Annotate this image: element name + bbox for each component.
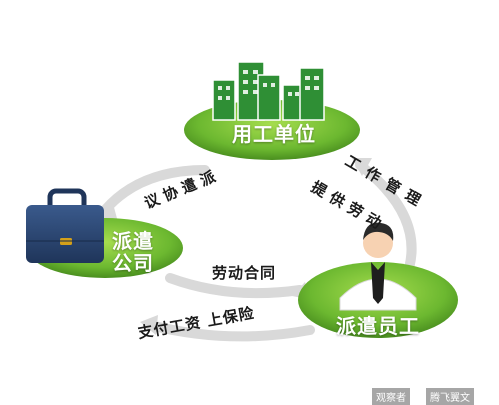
- employer-label: 用工单位: [232, 122, 316, 146]
- buildings-icon: [212, 61, 325, 121]
- employee-node: [298, 222, 458, 338]
- employer-node: [184, 61, 360, 160]
- watermark-left: 观察者: [372, 388, 410, 405]
- arrow-employer-to-agency: [100, 165, 210, 215]
- agency-node: [26, 188, 183, 278]
- briefcase-icon: [26, 188, 104, 263]
- arrow-agency-to-employee: [165, 273, 305, 299]
- person-icon: [339, 222, 417, 311]
- employee-label: 派遣员工: [336, 314, 420, 338]
- flow-labor-contract-label: 劳动合同: [212, 264, 277, 282]
- agency-label: 派遣 公司: [112, 229, 154, 275]
- arrow-bottom-return: [145, 320, 315, 342]
- watermark-right: 腾飞翼文: [426, 388, 474, 405]
